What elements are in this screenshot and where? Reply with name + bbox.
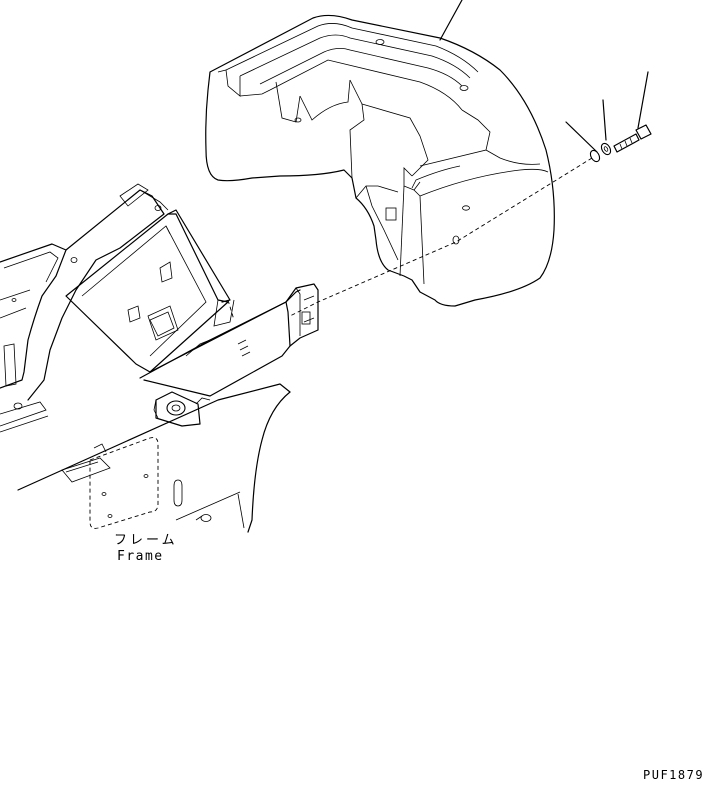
figure-code: PUF1879 bbox=[643, 768, 705, 782]
washer-icon bbox=[589, 149, 601, 163]
bolt-icon bbox=[613, 124, 652, 153]
lock-washer-icon bbox=[600, 142, 612, 156]
frame-label-english: Frame bbox=[117, 549, 164, 564]
frame-label-japanese: フレーム bbox=[114, 533, 178, 548]
callout-leaders bbox=[289, 0, 649, 317]
counterweight-part bbox=[205, 14, 555, 307]
rear-frame-part bbox=[0, 183, 319, 533]
